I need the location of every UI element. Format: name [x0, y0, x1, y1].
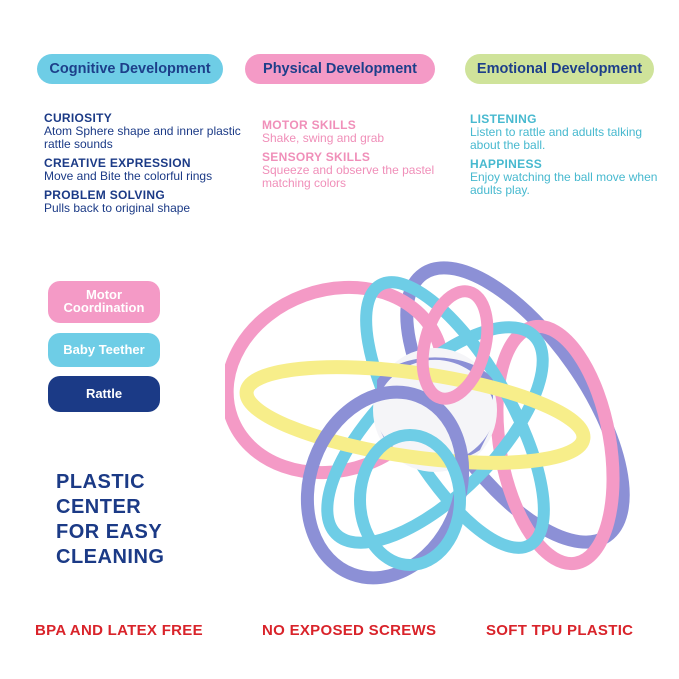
item-text: Shake, swing and grab [262, 131, 385, 145]
bpa-free-label: BPA AND LATEX FREE [35, 622, 203, 639]
center-line: CLEANING [56, 546, 165, 568]
teal-ring [354, 429, 466, 571]
item-heading: LISTENING [470, 112, 537, 126]
item-heading: CREATIVE EXPRESSION [44, 156, 191, 170]
cognitive-list: CURIOSITY Atom Sphere shape and inner pl… [44, 112, 254, 221]
plastic-center-text: PLASTIC CENTER FOR EASY CLEANING [56, 470, 206, 570]
item-heading: PROBLEM SOLVING [44, 188, 165, 202]
rattle-ball-toy-image [225, 261, 630, 585]
pink-ring [416, 285, 494, 405]
rattle-badge: Rattle [48, 376, 160, 412]
physical-development-badge: Physical Development [245, 54, 435, 84]
center-line: PLASTIC [56, 471, 146, 493]
baby-teether-badge: Baby Teether [48, 333, 160, 367]
list-item: CURIOSITY Atom Sphere shape and inner pl… [44, 112, 254, 151]
emotional-development-badge: Emotional Development [465, 54, 654, 84]
center-line: FOR EASY [56, 521, 163, 543]
item-text: Squeeze and observe the pastel matching … [262, 163, 435, 190]
item-heading: SENSORY SKILLS [262, 150, 371, 164]
list-item: PROBLEM SOLVING Pulls back to original s… [44, 189, 254, 215]
item-text: Move and Bite the colorful rings [44, 169, 213, 183]
emotional-list: LISTENING Listen to rattle and adults ta… [470, 113, 670, 203]
list-item: LISTENING Listen to rattle and adults ta… [470, 113, 670, 152]
soft-tpu-label: SOFT TPU PLASTIC [486, 622, 634, 639]
item-text: Atom Sphere shape and inner plastic ratt… [44, 124, 241, 151]
list-item: HAPPINESS Enjoy watching the ball move w… [470, 158, 670, 197]
list-item: MOTOR SKILLS Shake, swing and grab [262, 119, 462, 145]
list-item: CREATIVE EXPRESSION Move and Bite the co… [44, 157, 254, 183]
item-text: Listen to rattle and adults talking abou… [470, 125, 643, 152]
no-exposed-screws-label: NO EXPOSED SCREWS [262, 622, 437, 639]
item-text: Enjoy watching the ball move when adults… [470, 170, 658, 197]
center-line: CENTER [56, 496, 142, 518]
item-heading: CURIOSITY [44, 111, 113, 125]
item-text: Pulls back to original shape [44, 201, 191, 215]
item-heading: MOTOR SKILLS [262, 118, 357, 132]
cognitive-development-badge: Cognitive Development [37, 54, 223, 84]
physical-list: MOTOR SKILLS Shake, swing and grab SENSO… [262, 119, 462, 196]
item-heading: HAPPINESS [470, 157, 543, 171]
list-item: SENSORY SKILLS Squeeze and observe the p… [262, 151, 462, 190]
motor-coordination-badge: Motor Coordination [48, 281, 160, 323]
